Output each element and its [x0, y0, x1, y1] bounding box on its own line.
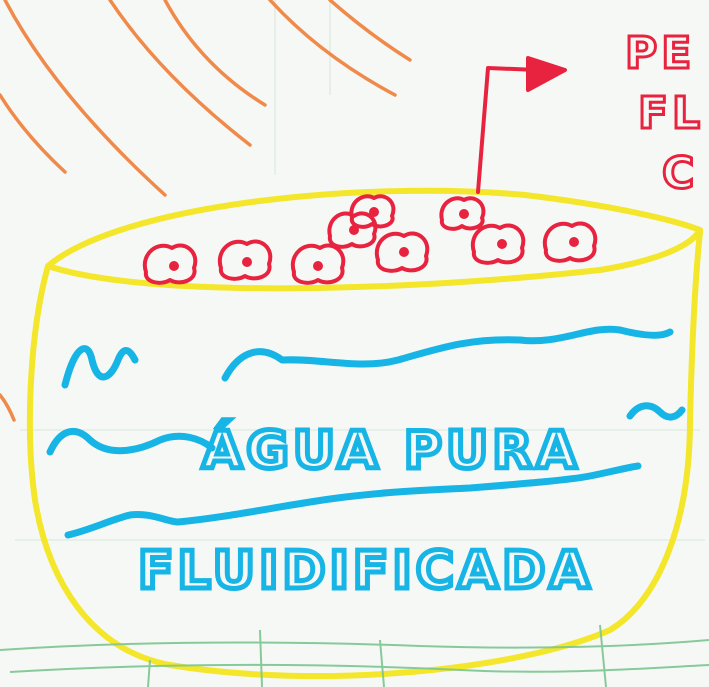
side-label-line3: C [662, 148, 698, 199]
water-label-line2: FLUIDIFICADA [138, 541, 594, 601]
water-label-line1: ÁGUA PURA [202, 420, 581, 481]
side-label-line1: PE [625, 28, 695, 79]
side-label-line2: FL [638, 88, 704, 139]
arrow-icon [478, 58, 565, 192]
